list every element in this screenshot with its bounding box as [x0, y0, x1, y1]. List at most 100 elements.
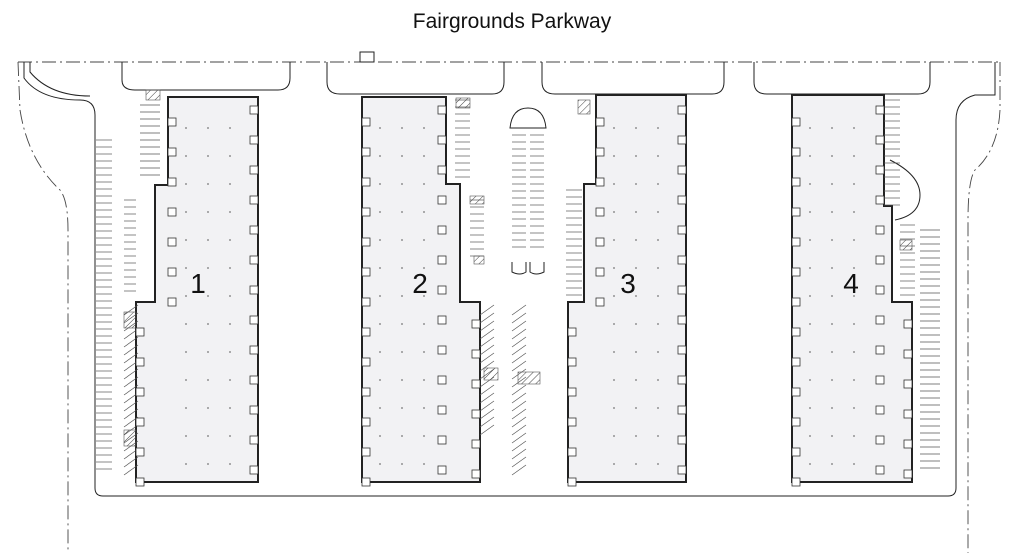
dock-door: [437, 255, 447, 265]
column-dot: [207, 211, 209, 213]
column-dot: [613, 463, 615, 465]
dock-door: [875, 435, 885, 445]
dock-door: [361, 117, 371, 127]
column-dot: [657, 379, 659, 381]
accessible-stall: [517, 371, 541, 385]
dock-door: [567, 447, 577, 457]
column-dot: [831, 323, 833, 325]
dock-door: [875, 375, 885, 385]
dock-door: [791, 297, 801, 307]
accessible-stall: [899, 239, 913, 251]
dock-door: [167, 267, 177, 277]
column-dot: [809, 323, 811, 325]
column-dot: [379, 351, 381, 353]
angled-stall-line: [123, 456, 139, 468]
column-dot: [635, 127, 637, 129]
column-dot: [809, 267, 811, 269]
angled-stall-line: [123, 368, 139, 380]
column-dot: [185, 183, 187, 185]
column-dot: [657, 239, 659, 241]
angled-stall-line: [479, 400, 495, 412]
column-dot: [423, 435, 425, 437]
column-dot: [229, 267, 231, 269]
dock-door: [249, 375, 259, 385]
column-dot: [853, 379, 855, 381]
dock-door: [361, 417, 371, 427]
dock-door: [677, 285, 687, 295]
column-dot: [853, 435, 855, 437]
dock-door: [167, 237, 177, 247]
column-dot: [401, 127, 403, 129]
column-dot: [423, 183, 425, 185]
dock-door: [249, 105, 259, 115]
angled-stall-line: [511, 328, 527, 340]
column-dot: [613, 267, 615, 269]
column-dot: [657, 183, 659, 185]
column-dot: [809, 183, 811, 185]
angled-stall-line: [479, 352, 495, 364]
column-dot: [809, 211, 811, 213]
dock-door: [249, 225, 259, 235]
angled-stall-line: [511, 424, 527, 436]
angled-stall-line: [479, 320, 495, 332]
column-dot: [423, 351, 425, 353]
dock-door: [677, 135, 687, 145]
dock-door: [361, 177, 371, 187]
column-dot: [207, 295, 209, 297]
dock-door: [903, 469, 913, 479]
column-dot: [229, 211, 231, 213]
dock-door: [471, 409, 481, 419]
dock-door: [249, 345, 259, 355]
column-dot: [229, 323, 231, 325]
angled-stall-line: [511, 360, 527, 372]
angled-stall-line: [479, 384, 495, 396]
dock-door: [677, 165, 687, 175]
site-curb: [23, 62, 996, 497]
dock-door: [677, 435, 687, 445]
accessible-stall: [455, 97, 471, 109]
accessible-stall: [123, 429, 137, 447]
dock-door: [471, 349, 481, 359]
angled-stall-line: [479, 336, 495, 348]
dock-door: [471, 439, 481, 449]
dock-door: [875, 225, 885, 235]
dock-door: [437, 435, 447, 445]
column-dot: [185, 155, 187, 157]
angled-stall-line: [123, 344, 139, 356]
dock-door: [361, 327, 371, 337]
column-dot: [423, 155, 425, 157]
angled-stall-line: [511, 400, 527, 412]
angled-stall-line: [511, 344, 527, 356]
column-dot: [423, 127, 425, 129]
column-dot: [423, 211, 425, 213]
dock-door: [437, 375, 447, 385]
column-dot: [401, 239, 403, 241]
column-dot: [379, 155, 381, 157]
column-dot: [185, 239, 187, 241]
column-dot: [831, 379, 833, 381]
angled-stall-line: [479, 328, 495, 340]
column-dot: [809, 295, 811, 297]
column-dot: [379, 127, 381, 129]
dock-door: [903, 379, 913, 389]
dock-door: [167, 207, 177, 217]
dock-door: [875, 405, 885, 415]
column-dot: [229, 239, 231, 241]
dock-door: [677, 105, 687, 115]
column-dot: [401, 295, 403, 297]
dock-door: [595, 117, 605, 127]
column-dot: [379, 379, 381, 381]
dock-door: [567, 387, 577, 397]
dock-door: [595, 177, 605, 187]
column-dot: [401, 183, 403, 185]
column-dot: [853, 351, 855, 353]
dock-door: [361, 207, 371, 217]
dock-door: [677, 315, 687, 325]
column-dot: [657, 407, 659, 409]
dock-door: [595, 147, 605, 157]
column-dot: [207, 183, 209, 185]
dock-door: [677, 465, 687, 475]
dock-door: [167, 297, 177, 307]
angled-stall-line: [123, 384, 139, 396]
column-dot: [853, 295, 855, 297]
